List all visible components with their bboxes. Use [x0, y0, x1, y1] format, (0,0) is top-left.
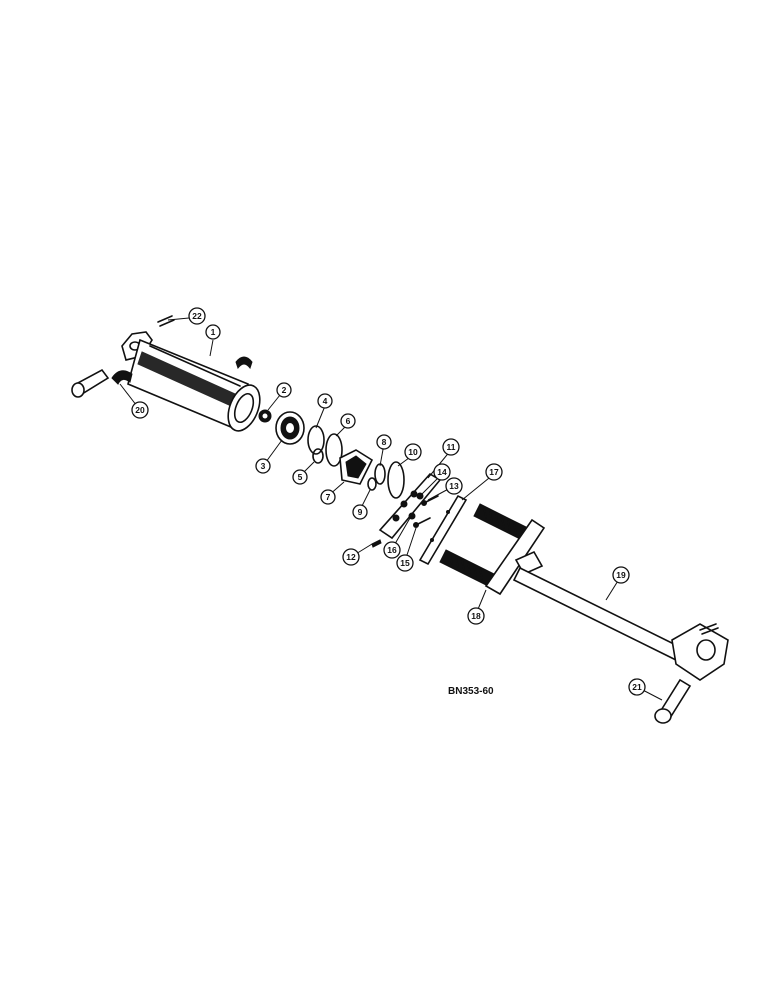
- part-nut-14: [416, 492, 424, 500]
- callout-19: 19: [612, 566, 630, 584]
- callout-22: 22: [188, 307, 206, 325]
- part-cylinder-barrel: [121, 331, 261, 432]
- svg-text:11: 11: [447, 442, 456, 452]
- reference-code: BN353-60: [448, 686, 494, 697]
- callout-8: 8: [376, 434, 392, 450]
- part-piston-rod-19: [512, 566, 729, 681]
- part-gland-3: [275, 411, 305, 445]
- callout-6: 6: [340, 413, 356, 429]
- part-bar-17: [418, 494, 468, 566]
- callout-20: 20: [131, 401, 149, 419]
- part-oring-10: [387, 461, 405, 499]
- svg-text:2: 2: [282, 385, 287, 395]
- callout-1: 1: [205, 324, 221, 340]
- part-fitting-20: [111, 370, 133, 385]
- part-nut-2: [258, 409, 272, 423]
- callout-7: 7: [320, 489, 336, 505]
- svg-text:1: 1: [211, 327, 216, 337]
- svg-text:12: 12: [346, 552, 356, 562]
- svg-text:3: 3: [261, 461, 266, 471]
- svg-text:17: 17: [489, 467, 499, 477]
- callout-15: 15: [396, 554, 414, 572]
- svg-text:21: 21: [632, 682, 642, 692]
- svg-text:10: 10: [408, 447, 418, 457]
- svg-text:18: 18: [471, 611, 481, 621]
- callout-5: 5: [292, 469, 308, 485]
- svg-text:22: 22: [192, 311, 202, 321]
- callout-12: 12: [342, 548, 360, 566]
- part-bolt-15: [413, 517, 431, 528]
- part-pin-left: [71, 368, 110, 398]
- svg-text:9: 9: [358, 507, 363, 517]
- svg-text:15: 15: [400, 558, 410, 568]
- svg-text:20: 20: [135, 405, 145, 415]
- callout-17: 17: [485, 463, 503, 481]
- part-nut-16: [408, 512, 416, 520]
- part-bolt-13: [421, 495, 439, 506]
- callout-3: 3: [255, 458, 271, 474]
- svg-text:16: 16: [387, 545, 397, 555]
- svg-text:8: 8: [382, 437, 387, 447]
- svg-text:13: 13: [449, 481, 459, 491]
- part-screw-12: [371, 539, 382, 548]
- part-ring-8: [374, 463, 386, 485]
- svg-text:7: 7: [326, 492, 331, 502]
- callout-21: 21: [628, 678, 646, 696]
- callout-13: 13: [445, 477, 463, 495]
- part-piston-7: [339, 449, 374, 485]
- callout-14: 14: [433, 463, 451, 481]
- callout-2: 2: [276, 382, 292, 398]
- svg-text:19: 19: [616, 570, 626, 580]
- part-ring-9: [367, 477, 377, 491]
- callout-16: 16: [383, 541, 401, 559]
- part-ring-5: [312, 448, 324, 464]
- part-oring-4: [307, 425, 325, 455]
- callout-4: 4: [317, 393, 333, 409]
- callout-10: 10: [404, 443, 422, 461]
- part-ring-6: [325, 433, 343, 467]
- svg-text:4: 4: [323, 396, 328, 406]
- callout-11: 11: [442, 438, 460, 456]
- part-cotter-pin-top: [157, 315, 175, 327]
- callout-18: 18: [467, 607, 485, 625]
- part-plate-11: [378, 472, 442, 540]
- svg-text:5: 5: [298, 472, 303, 482]
- svg-text:14: 14: [437, 467, 447, 477]
- svg-text:6: 6: [346, 416, 351, 426]
- part-pin-21: [654, 678, 692, 724]
- callout-9: 9: [352, 504, 368, 520]
